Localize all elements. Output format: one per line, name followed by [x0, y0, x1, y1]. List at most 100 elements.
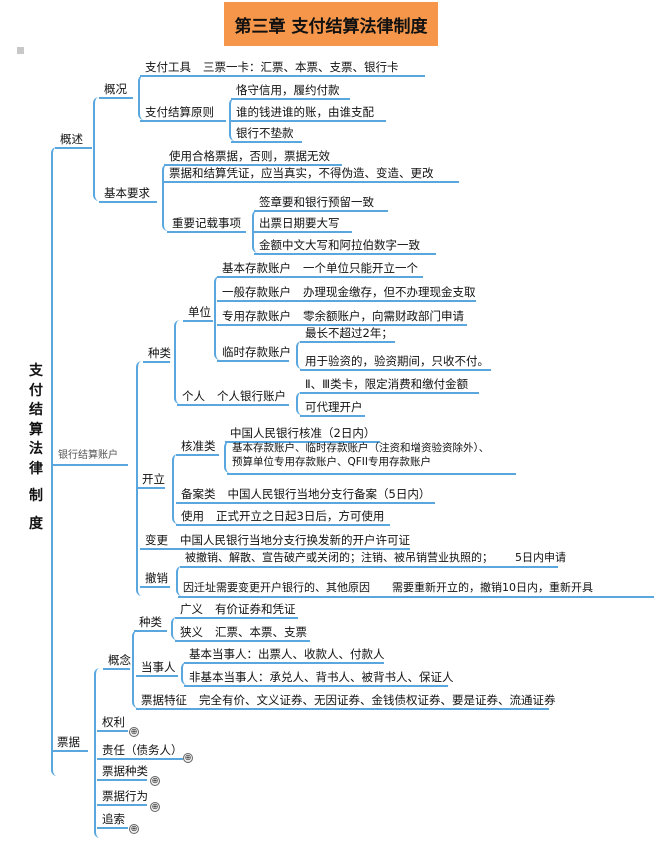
connector — [296, 341, 306, 369]
node-cancel[interactable]: 撤销 — [140, 570, 170, 588]
node-label: 权利 — [102, 715, 125, 729]
node-liability[interactable]: 责任（债务人） — [97, 742, 183, 760]
node-bills[interactable]: 票据 — [52, 734, 88, 752]
expand-icon[interactable]: ⊕ — [129, 727, 139, 737]
root-char: 法 — [29, 441, 43, 457]
node-general-account[interactable]: 一般存款账户办理现金缴存，但不办理现金支取 — [217, 284, 476, 302]
node-record[interactable]: 出票日期要大写 — [254, 215, 352, 233]
connector — [224, 441, 234, 473]
node-value: 零余额账户，向需财政部门申请 — [303, 309, 464, 323]
node-label: 出票日期要大写 — [259, 216, 340, 230]
node-label: 个人 — [182, 389, 205, 403]
node-personal-item[interactable]: Ⅱ、Ⅲ类卡，限定消费和缴付金额 — [300, 376, 479, 394]
node-unit[interactable]: 单位 — [183, 304, 213, 322]
node-label: 种类 — [139, 615, 162, 629]
node-label: 种类 — [148, 346, 171, 360]
node-change[interactable]: 变更中国人民银行当地分支行换发新的开户许可证 — [140, 532, 410, 550]
node-label: 概念 — [108, 653, 131, 667]
node-party[interactable]: 基本当事人：出票人、收款人、付款人 — [184, 646, 385, 664]
node-label: 票据特征 — [141, 693, 187, 707]
node-open[interactable]: 开立 — [137, 471, 165, 489]
node-basic-account[interactable]: 基本存款账户一个单位只能开立一个 — [217, 260, 423, 278]
node-label: 金额中文大写和阿拉伯数字一致 — [259, 238, 420, 252]
node-label: 备案类 — [181, 487, 216, 501]
node-label: 中国人民银行核准（2日内） — [230, 426, 376, 440]
node-general[interactable]: 概况 — [99, 81, 133, 99]
node-temporary-account[interactable]: 临时存款账户 — [217, 344, 291, 362]
root-char: 支 — [29, 363, 43, 379]
node-label: 使用合格票据，否则，票据无效 — [169, 149, 330, 163]
node-temporary-item[interactable]: 用于验资的，验资期间，只收不付。 — [300, 353, 491, 371]
node-label: 基本存款账户 — [222, 261, 291, 275]
node-label: 使用 — [181, 509, 204, 523]
node-accounts[interactable]: 银行结算账户 — [53, 448, 128, 466]
node-label: 票据和结算凭证，应当真实，不得伪造、变造、更改 — [169, 166, 434, 180]
node-party[interactable]: 非基本当事人：承兑人、背书人、被背书人、保证人 — [184, 669, 454, 687]
node-value: 办理现金缴存，但不办理现金支取 — [303, 285, 476, 299]
node-approval[interactable]: 核准类 — [176, 438, 219, 456]
node-label: 因迁址需要变更开户银行的、其他原因 — [183, 581, 370, 594]
node-requirement[interactable]: 票据和结算凭证，应当真实，不得伪造、变造、更改 — [164, 165, 459, 183]
node-requirements[interactable]: 基本要求 — [99, 185, 157, 203]
node-requirement[interactable]: 使用合格票据，否则，票据无效 — [164, 148, 342, 166]
node-concept[interactable]: 概念 — [103, 652, 131, 670]
node-approval-item[interactable]: 中国人民银行核准（2日内） — [225, 425, 380, 443]
connector — [229, 98, 239, 141]
node-broad[interactable]: 广义有价证券和凭证 — [175, 601, 298, 619]
node-value: 正式开立之日起3日后，方可使用 — [216, 509, 385, 523]
node-label: 专用存款账户 — [222, 309, 291, 323]
node-recourse[interactable]: 追索 — [97, 811, 128, 829]
node-label: 可代理开户 — [305, 400, 363, 414]
node-principles[interactable]: 支付结算原则 — [140, 104, 226, 122]
node-label: 责任（债务人） — [102, 743, 183, 757]
node-rights[interactable]: 权利 — [97, 714, 128, 732]
node-special-account[interactable]: 专用存款账户零余额账户，向需财政部门申请 — [217, 308, 467, 326]
node-records[interactable]: 重要记载事项 — [167, 215, 246, 233]
node-temporary-item[interactable]: 最长不超过2年； — [300, 325, 395, 343]
node-record[interactable]: 签章要和银行预留一致 — [254, 194, 388, 212]
node-cancel-item[interactable]: 因迁址需要变更开户银行的、其他原因需要重新开立的，撤销10日内，重新开具 — [178, 580, 654, 598]
node-narrow[interactable]: 狭义汇票、本票、支票 — [175, 624, 310, 642]
connector — [174, 320, 184, 404]
root-node[interactable]: 支 付 结 算 法 律 制 度 — [26, 362, 46, 534]
node-account-types[interactable]: 种类 — [143, 345, 171, 363]
node-bill-types[interactable]: 票据种类 — [97, 763, 148, 781]
node-overview[interactable]: 概述 — [55, 131, 92, 149]
chapter-title: 第三章 支付结算法律制度 — [224, 2, 438, 46]
node-label: 基本当事人：出票人、收款人、付款人 — [189, 647, 385, 661]
node-filing[interactable]: 备案类中国人民银行当地分支行备案（5日内） — [176, 486, 435, 504]
node-label: 预算单位专用存款账户、QFII专用存款账户 — [232, 456, 431, 468]
connector — [94, 668, 104, 838]
node-label: 支付工具 — [145, 60, 191, 74]
node-label: 概述 — [60, 132, 83, 146]
node-parties[interactable]: 当事人 — [136, 659, 178, 677]
node-label: 票据种类 — [102, 764, 148, 778]
node-bill-kinds[interactable]: 种类 — [134, 614, 167, 632]
node-value: 完全有价、文义证券、无因证券、金钱债权证券、要是证券、流通证券 — [199, 693, 556, 707]
node-principle[interactable]: 银行不垫款 — [231, 125, 302, 143]
node-personal-item[interactable]: 可代理开户 — [300, 399, 365, 417]
node-label: 重要记载事项 — [172, 216, 241, 230]
connector — [136, 361, 146, 596]
node-principle[interactable]: 谁的钱进谁的账，由谁支配 — [231, 104, 386, 122]
node-personal[interactable]: 个人个人银行账户 — [177, 388, 289, 406]
expand-icon[interactable]: ⊕ — [150, 802, 160, 812]
node-label: 变更 — [145, 533, 168, 547]
node-cancel-item[interactable]: 被撤销、解散、宣告破产或关闭的；注销、被吊销营业执照的；5日内申请 — [180, 550, 566, 568]
node-label: 最长不超过2年； — [305, 326, 393, 340]
node-approval-accounts[interactable]: 基本存款账户、临时存款账户（注资和增资验资除外）、预算单位专用存款账户、QFII… — [227, 441, 516, 475]
node-principle[interactable]: 恪守信用，履约付款 — [231, 82, 350, 100]
expand-icon[interactable]: ⊕ — [150, 776, 160, 786]
node-payment-tools[interactable]: 支付工具三票一卡：汇票、本票、支票、银行卡 — [140, 59, 425, 77]
node-value: 5日内申请 — [515, 551, 566, 564]
node-label: 支付结算原则 — [145, 105, 214, 119]
node-label: 谁的钱进谁的账，由谁支配 — [236, 105, 374, 119]
node-bill-acts[interactable]: 票据行为 — [97, 788, 148, 806]
node-features[interactable]: 票据特征完全有价、文义证券、无因证券、金钱债权证券、要是证券、流通证券 — [136, 692, 556, 710]
connector — [162, 164, 172, 231]
expand-icon[interactable]: ⊕ — [183, 753, 193, 763]
root-char: 结 — [29, 402, 43, 418]
expand-icon[interactable]: ⊕ — [129, 824, 139, 834]
node-use[interactable]: 使用正式开立之日起3日后，方可使用 — [176, 508, 390, 526]
node-record[interactable]: 金额中文大写和阿拉伯数字一致 — [254, 237, 436, 255]
